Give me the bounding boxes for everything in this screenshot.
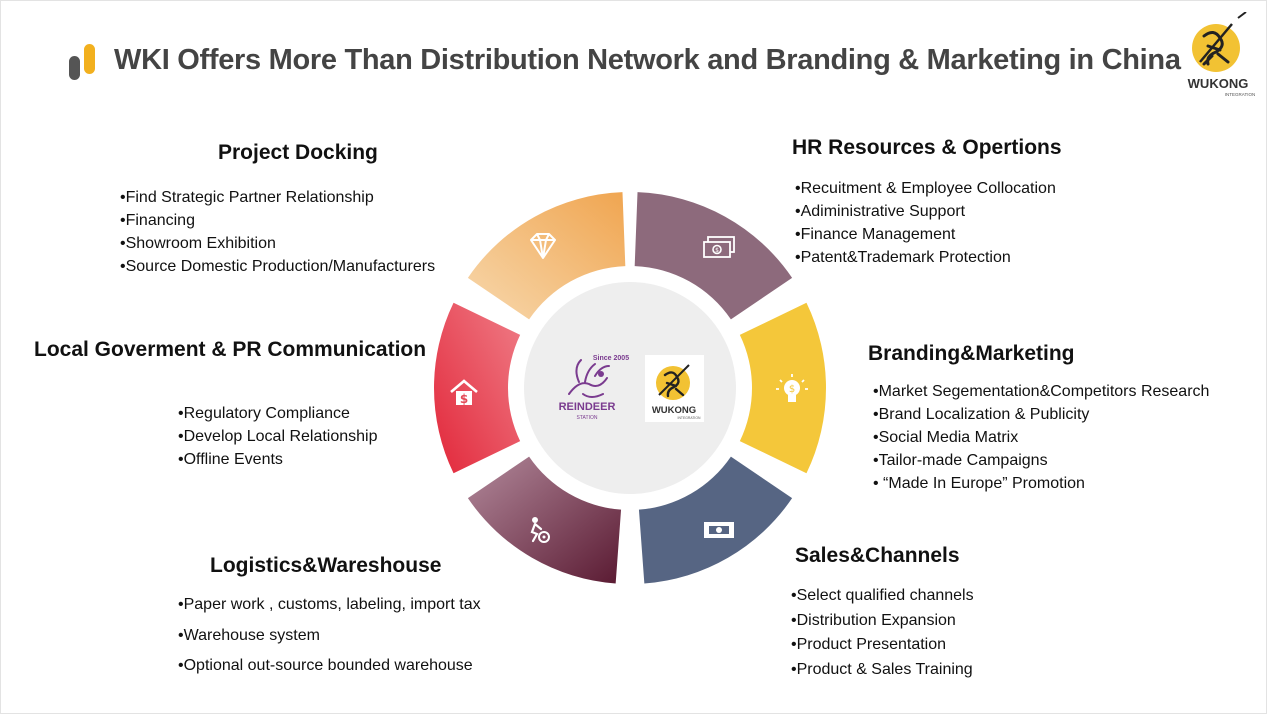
list-item: •Product & Sales Training [791,660,973,678]
worker-gear-icon [530,517,550,543]
list-item: •Product Presentation [791,636,947,653]
svg-text:$: $ [460,392,468,406]
house-dollar-icon: $ [450,379,478,406]
list-item: •Select qualified channels [791,587,974,604]
segment-project-docking [467,192,626,320]
diamond-icon [530,233,556,259]
center-wukong-name: WUKONG [652,405,696,416]
logistics-heading: Logistics&Wareshouse [210,554,442,577]
list-item: •Warehouse system [178,626,320,644]
wukong-logo: WUKONG INTEGRATION [1188,12,1255,97]
hr-list: •Recuitment & Employee Collocation •Adim… [795,177,1056,269]
sales-list: •Select qualified channels •Distribution… [791,584,974,682]
list-item: •Source Domestic Production/Manufacturer… [120,258,436,275]
list-item: •Patent&Trademark Protection [795,249,1011,266]
reindeer-logo: Since 2005 REINDEER STATION [559,355,630,421]
list-item: •Showroom Exhibition [120,235,276,252]
list-item: •Finance Management [795,226,956,243]
center-circle [524,282,736,494]
list-item: •Develop Local Relationship [178,428,378,445]
page-title: WKI Offers More Than Distribution Networ… [114,44,1181,76]
list-item: •Offline Events [178,451,283,468]
list-item: •Paper work , customs, labeling, import … [178,596,481,613]
services-ring [434,192,826,584]
list-item: •Optional out-source bounded warehouse [178,657,473,674]
center-wukong-logo: WUKONG INTEGRATION [652,364,701,420]
branding-heading: Branding&Marketing [868,342,1075,365]
title-bars-icon [69,44,95,80]
cash-icon [704,522,734,538]
list-item: •Find Strategic Partner Relationship [120,189,374,206]
wukong-logo-sub: INTEGRATION [1225,92,1255,97]
svg-text:$: $ [715,247,719,254]
list-item: •Adiministrative Support [795,203,966,220]
hr-heading: HR Resources & Opertions [792,136,1062,159]
reindeer-since: Since 2005 [593,355,629,362]
government-heading: Local Goverment & PR Communication [34,338,427,361]
money-icon: $ [703,236,735,258]
center-wukong-logo-box: WUKONG INTEGRATION [645,355,704,422]
reindeer-name: REINDEER [559,401,616,413]
list-item: •Social Media Matrix [873,429,1019,446]
list-item: •Financing [120,212,195,229]
list-item: •Tailor-made Campaigns [873,452,1048,469]
svg-text:$: $ [789,384,795,395]
list-item: •Brand Localization & Publicity [873,406,1090,423]
government-list: •Regulatory Compliance •Develop Local Re… [178,402,378,471]
segment-government [434,302,521,474]
list-item: •Recuitment & Employee Collocation [795,180,1056,197]
lightbulb-icon: $ [776,374,808,402]
branding-list: •Market Segementation&Competitors Resear… [873,380,1209,495]
list-item: •Regulatory Compliance [178,405,350,422]
center-wukong-sub: INTEGRATION [678,416,701,420]
sales-heading: Sales&Channels [795,544,960,567]
reindeer-sub: STATION [577,415,598,421]
list-item: •Distribution Expansion [791,611,956,629]
list-item: • “Made In Europe” Promotion [873,475,1085,492]
logistics-list: •Paper work , customs, labeling, import … [178,590,481,682]
segment-logistics [467,456,622,584]
list-item: •Market Segementation&Competitors Resear… [873,383,1210,400]
project-docking-list: •Find Strategic Partner Relationship •Fi… [120,186,435,278]
wukong-logo-text: WUKONG [1188,76,1249,91]
segment-sales [638,456,793,584]
project-docking-heading: Project Docking [218,141,378,164]
segment-branding [739,302,826,474]
